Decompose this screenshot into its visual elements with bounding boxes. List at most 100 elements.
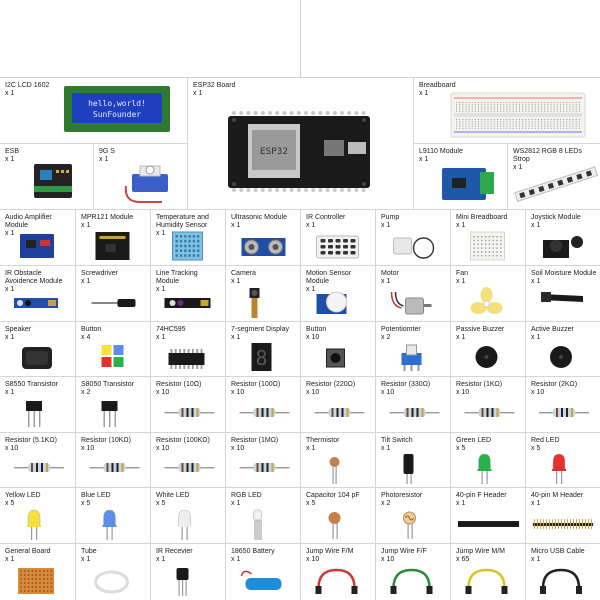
- component-name: Resistor (1MΩ): [231, 437, 279, 444]
- resistor-icon: [239, 463, 290, 472]
- joystick-icon: [543, 236, 583, 258]
- thermistor-icon: [329, 457, 340, 484]
- component-name: Tube: [81, 548, 97, 555]
- component-quantity: x 1: [156, 334, 166, 341]
- component-name: Resistor (2KΩ): [531, 381, 578, 388]
- component-quantity: x 2: [381, 500, 391, 507]
- component-name: 18650 Battery: [231, 548, 275, 555]
- led-icon: [552, 453, 566, 484]
- component-name: Screwdriver: [81, 270, 118, 277]
- svg-text:8: 8: [255, 346, 267, 370]
- component-name: Thermistor: [306, 437, 340, 444]
- resistor-icon: [314, 408, 365, 417]
- component-name: Pump: [381, 214, 400, 221]
- component-name: Active Buzzer: [531, 326, 574, 333]
- component-quantity: x 10: [381, 389, 395, 396]
- component-name: General Board: [5, 548, 51, 555]
- component-quantity: x 1: [531, 500, 541, 507]
- touch-module-icon: [95, 232, 130, 260]
- resistor-icon: [389, 408, 440, 417]
- component-quantity: x 1: [5, 230, 15, 237]
- tactile-button-icon: [326, 348, 345, 368]
- button-caps-icon: [101, 345, 124, 367]
- component-name: Resistor (5.1KΩ): [5, 437, 57, 444]
- component-name: IR Obstacle Avoidence Module: [5, 270, 63, 285]
- ic-chip-icon: [168, 349, 205, 369]
- top-divider: [300, 0, 301, 77]
- motor-icon: [390, 291, 432, 315]
- header-male-icon: [532, 519, 594, 529]
- component-name: White LED: [156, 492, 190, 499]
- component-cell: Resistor (220Ω)x 10: [301, 377, 376, 433]
- component-quantity: x 1: [81, 278, 91, 285]
- component-quantity: x 1: [456, 500, 466, 507]
- component-quantity: x 1: [156, 286, 166, 293]
- resistor-icon: [164, 463, 215, 472]
- component-quantity: x 1: [5, 334, 15, 341]
- component-quantity: x 1: [306, 286, 316, 293]
- component-quantity: x 1: [531, 222, 541, 229]
- component-name: Resistor (100Ω): [231, 381, 281, 388]
- component-label: Resistor (220Ω)x 10: [306, 381, 372, 397]
- component-name: Temperature and Humidity Sensor: [156, 214, 209, 229]
- component-quantity: x 1: [231, 556, 241, 563]
- fan-icon: [470, 287, 503, 314]
- led-icon: [177, 509, 192, 540]
- component-name: Tilt Switch: [381, 437, 413, 444]
- component-quantity: x 1: [231, 278, 241, 285]
- component-quantity: x 1: [5, 389, 15, 396]
- component-name: Green LED: [456, 437, 492, 444]
- component-name: Ultrasonic Module: [231, 214, 288, 221]
- resistor-icon: [164, 408, 215, 417]
- lcd-line-2: SunFounder: [93, 110, 141, 119]
- usb-cable-icon: [540, 568, 582, 594]
- resistor-icon: [464, 408, 515, 417]
- pump-icon: [393, 237, 435, 259]
- component-quantity: x 65: [456, 556, 470, 563]
- component-quantity: x 10: [531, 389, 545, 396]
- photoresistor-icon: [403, 511, 416, 539]
- buzzer-icon: [550, 346, 572, 368]
- esp32-board-icon: ESP32: [228, 111, 370, 192]
- component-quantity: x 1: [231, 500, 241, 507]
- component-cell: Resistor (10Ω)x 10: [151, 377, 226, 433]
- component-cell: Resistor (1MΩ)x 10: [226, 433, 301, 488]
- resistor-icon: [239, 408, 290, 417]
- component-name: Mini Breadboard: [456, 214, 508, 221]
- component-quantity: x 1: [306, 445, 316, 452]
